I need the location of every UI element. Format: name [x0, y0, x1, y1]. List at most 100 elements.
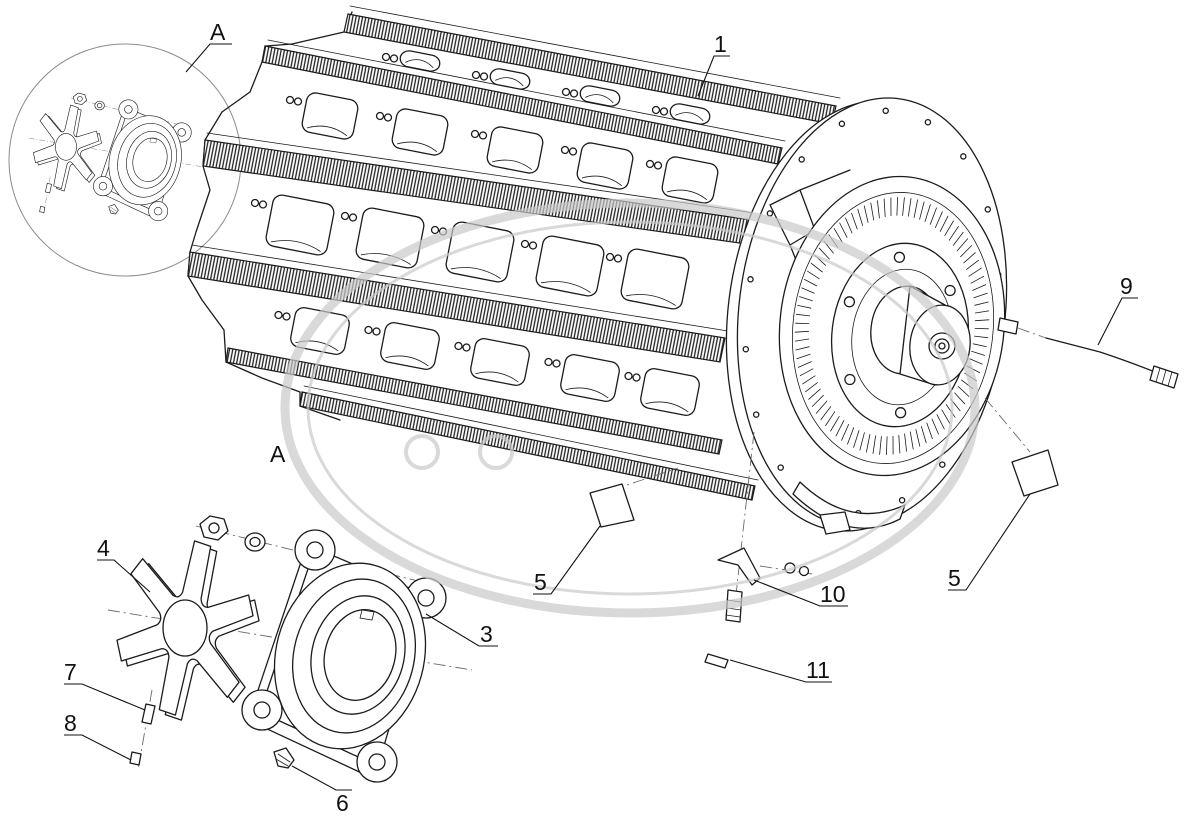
callout-part-6: 6 — [336, 790, 349, 816]
disc-rib — [810, 262, 823, 273]
disc-rib — [808, 388, 821, 400]
drum-window-depth-line — [675, 112, 704, 121]
housing-ear-right-hole — [417, 589, 435, 607]
drum-support-plates — [250, 50, 719, 416]
shaft-end-center — [938, 342, 946, 350]
disc-rib — [799, 368, 814, 377]
callout-part-11: 11 — [806, 657, 830, 683]
plate-hole — [528, 241, 538, 250]
disc-rib — [971, 350, 985, 356]
hub-bolt — [893, 251, 906, 263]
hub-bolt — [894, 407, 907, 419]
disc-rib — [866, 434, 871, 453]
leader-4 — [97, 559, 151, 593]
disc-rib — [974, 319, 990, 322]
disc-rib — [839, 222, 848, 238]
grease-nipple-thread — [275, 753, 291, 767]
plate-hole — [462, 343, 471, 352]
disc-rib — [835, 420, 845, 437]
plate-hole — [470, 129, 480, 139]
plate-hole — [520, 239, 530, 249]
bracket-axis-dash — [734, 431, 755, 605]
disc-rib — [797, 361, 812, 368]
watermark-emblem-right — [478, 434, 514, 470]
disc-rib — [815, 400, 828, 414]
drum-window-depth-line — [540, 281, 591, 293]
drum-window — [486, 126, 544, 174]
hub-bolt — [944, 284, 956, 297]
cable-line — [1045, 337, 1156, 373]
callout-part-3: 3 — [480, 621, 493, 647]
plate-hole — [285, 95, 295, 105]
callout-detail-a-top: A — [210, 19, 226, 45]
cover-plate-right — [1011, 449, 1059, 497]
drum-window — [301, 92, 359, 140]
leader-5-right — [948, 493, 1031, 591]
plate-hole — [624, 371, 633, 381]
drum-window — [620, 248, 690, 310]
rim-bolt — [939, 461, 946, 468]
disc-rib — [853, 430, 860, 448]
plate-hole — [659, 107, 669, 116]
drum-window — [640, 368, 700, 416]
callout-part-4: 4 — [97, 535, 110, 561]
rim-bolt — [747, 276, 754, 283]
disc-lower-lug — [819, 511, 851, 535]
disc-rib — [805, 382, 818, 393]
pin-7 — [141, 703, 156, 725]
disc-rib — [841, 423, 849, 441]
disc-rib — [970, 275, 985, 284]
disc-rib — [872, 435, 876, 455]
grub-screw-11 — [704, 653, 729, 669]
disc-rib — [909, 431, 914, 450]
drum-window-depth-line — [306, 125, 347, 136]
disc-rib — [825, 411, 836, 427]
disc-rib — [974, 310, 990, 314]
leader-detail-a-top — [185, 43, 232, 73]
leader-8 — [64, 734, 132, 761]
leader-5-left — [533, 525, 601, 595]
sensor-bracket-set — [704, 431, 813, 669]
watermark-outer-oval — [280, 198, 980, 618]
plate-hole — [544, 357, 553, 367]
disc-rib — [863, 205, 869, 223]
rim-bolt — [984, 206, 992, 213]
disc-rib — [941, 409, 951, 424]
drum-window-depth-line — [475, 371, 519, 383]
leader-11 — [729, 659, 832, 683]
watermark-inner-oval — [306, 220, 954, 596]
disc-rib — [948, 225, 959, 241]
cable-connector-ridges — [1155, 367, 1173, 387]
leader-9 — [1097, 297, 1138, 346]
disc-rib — [972, 284, 987, 291]
disc-rib — [944, 220, 954, 237]
plate-hole — [375, 111, 385, 121]
rim-bolt — [882, 107, 889, 115]
drum-window-depth-line — [270, 240, 321, 252]
disc-rib — [811, 394, 824, 407]
disc-rib — [926, 422, 933, 440]
disc-rib — [908, 197, 912, 217]
rim-bolt — [798, 156, 805, 163]
disc-rib — [966, 259, 979, 270]
cover-plate-left — [589, 483, 635, 528]
drum-window-depth-line — [360, 253, 411, 265]
rim-bolt — [924, 118, 932, 126]
drum-window-depth-line — [385, 355, 429, 367]
drum-window-depth-line — [666, 189, 707, 200]
rasp-bar-5 — [225, 347, 723, 455]
disc-rib — [972, 343, 987, 348]
housing-ear-left-hole — [253, 701, 271, 719]
disc-rib — [904, 433, 907, 452]
disc-rib — [902, 197, 905, 216]
callout-part-1: 1 — [714, 31, 727, 57]
disc-rib — [957, 386, 970, 397]
drum-window-depth-line — [450, 267, 501, 279]
rim-bolt — [742, 345, 750, 353]
disc-rib — [973, 335, 988, 339]
disc-rib — [851, 212, 858, 230]
plate-hole — [293, 97, 303, 106]
plate-hole — [479, 72, 489, 81]
disc-rib — [818, 247, 830, 260]
disc-rib — [796, 313, 811, 317]
